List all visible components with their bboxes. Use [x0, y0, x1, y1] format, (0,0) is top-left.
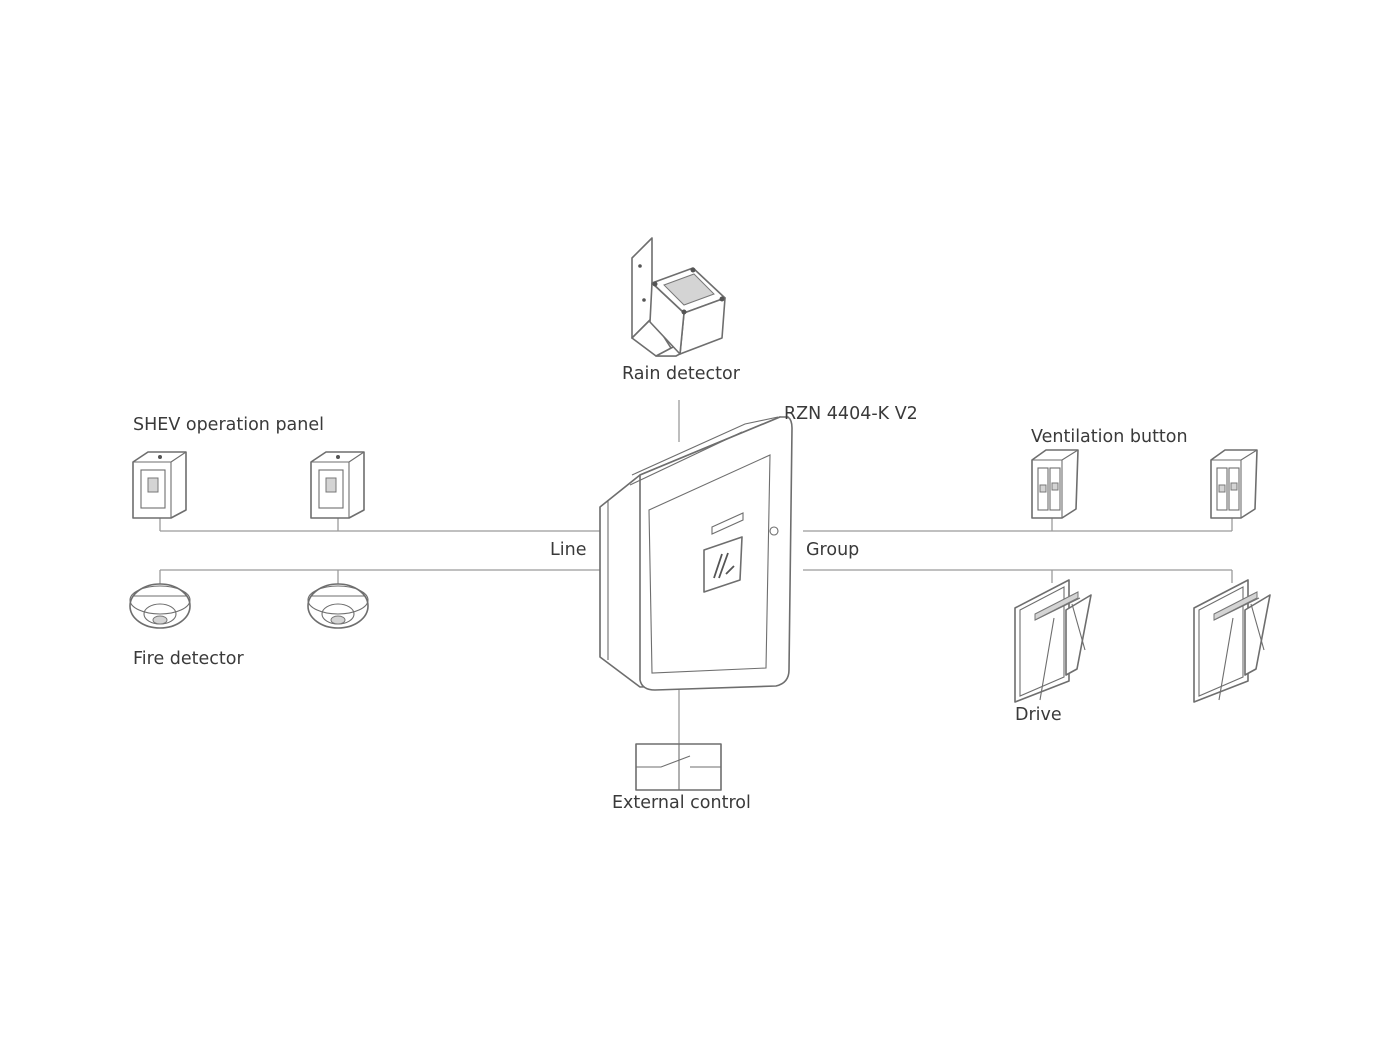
rain-detector-label: Rain detector	[622, 364, 740, 384]
ventilation-button-label: Ventilation button	[1031, 427, 1188, 447]
smoke-detector-icon	[129, 583, 191, 629]
double-rocker-switch-icon	[1031, 449, 1079, 519]
smoke-detector-icon	[307, 583, 369, 629]
group-label: Group	[806, 540, 860, 560]
line-label: Line	[550, 540, 587, 560]
controller-label: RZN 4404-K V2	[784, 404, 918, 424]
fire-detector-label: Fire detector	[133, 649, 244, 669]
connection-lines	[159, 400, 1233, 744]
rain-sensor-icon	[631, 237, 726, 357]
smoke-vent-button-icon	[310, 451, 365, 519]
smoke-vent-button-icon	[132, 451, 187, 519]
window-actuator-icon	[1014, 579, 1092, 703]
drive-label: Drive	[1015, 705, 1062, 725]
window-actuator-icon	[1193, 579, 1271, 703]
double-rocker-switch-icon	[1210, 449, 1258, 519]
switch-contact-icon	[635, 743, 722, 791]
shev-panel-label: SHEV operation panel	[133, 415, 324, 435]
external-control-label: External control	[612, 793, 751, 813]
control-unit-box-icon	[599, 416, 793, 691]
